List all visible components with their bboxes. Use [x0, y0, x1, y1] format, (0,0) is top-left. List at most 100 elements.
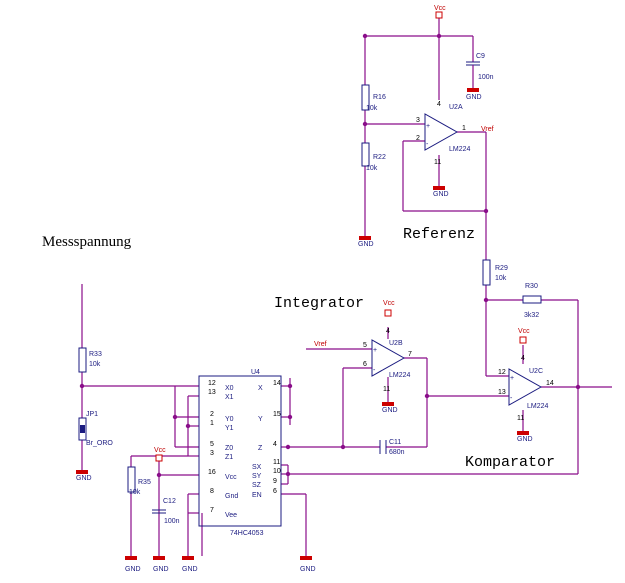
svg-text:10: 10: [273, 468, 281, 475]
svg-text:Y1: Y1: [225, 425, 234, 432]
svg-text:3: 3: [416, 117, 420, 124]
svg-text:SY: SY: [252, 473, 262, 480]
svg-text:EN: EN: [252, 492, 262, 499]
resistor-r35: R35 10k: [127, 466, 151, 496]
u4-type: 74HC4053: [230, 530, 264, 537]
svg-text:4: 4: [273, 441, 277, 448]
c9-ref: C9: [476, 53, 485, 60]
svg-text:Z0: Z0: [225, 445, 233, 452]
u4-output-wires: [281, 378, 291, 485]
capacitor-c12: C12 100n: [152, 498, 180, 525]
title-messspannung: Messspannung: [42, 234, 132, 250]
svg-text:Vee: Vee: [225, 512, 237, 519]
r22-value: 10k: [366, 165, 378, 172]
u2b-ref: U2B: [389, 340, 403, 347]
svg-text:7: 7: [408, 351, 412, 358]
svg-text:GND: GND: [433, 191, 449, 198]
vcc-port-top: [435, 11, 443, 19]
u2a-ref: U2A: [449, 104, 463, 111]
svg-text:2: 2: [210, 411, 214, 418]
svg-text:4: 4: [386, 328, 390, 335]
svg-text:Vcc: Vcc: [154, 447, 166, 454]
svg-text:+: +: [426, 123, 430, 130]
integrator-wires: [288, 327, 428, 448]
c11-value: 680n: [389, 449, 405, 456]
r16-ref: R16: [373, 94, 386, 101]
r30-ref: R30: [525, 283, 538, 290]
reference-wires: [364, 18, 509, 377]
svg-text:-: -: [426, 141, 429, 148]
svg-text:GND: GND: [153, 566, 169, 573]
r29-ref: R29: [495, 265, 508, 272]
title-integrator: Integrator: [274, 295, 364, 312]
svg-text:13: 13: [498, 389, 506, 396]
svg-text:-: -: [510, 395, 513, 402]
svg-text:Vcc: Vcc: [225, 474, 237, 481]
svg-text:7: 7: [210, 507, 214, 514]
svg-text:13: 13: [208, 389, 216, 396]
resistor-r33: R33 10k: [78, 347, 102, 373]
r29-value: 10k: [495, 275, 507, 282]
svg-text:11: 11: [273, 459, 280, 466]
svg-text:GND: GND: [517, 436, 533, 443]
svg-text:6: 6: [363, 361, 367, 368]
svg-text:5: 5: [363, 342, 367, 349]
gnd-r35: GND: [125, 556, 141, 573]
r33-value: 10k: [89, 361, 101, 368]
r22-ref: R22: [373, 154, 386, 161]
svg-text:Gnd: Gnd: [225, 493, 238, 500]
u4-ref: U4: [251, 369, 260, 376]
svg-text:-: -: [373, 367, 376, 374]
u2b-type: LM224: [389, 372, 411, 379]
title-komparator: Komparator: [465, 454, 555, 471]
u2a-type: LM224: [449, 146, 471, 153]
svg-text:11: 11: [383, 386, 390, 393]
svg-text:GND: GND: [358, 241, 374, 248]
svg-text:1: 1: [462, 125, 466, 132]
gnd-reference: GND: [358, 236, 374, 248]
chip-u4: U4 74HC4053 X0 X1 Y0 Y1 Z0 Z1 Vcc Gnd Ve…: [198, 369, 282, 537]
svg-text:GND: GND: [382, 407, 398, 414]
svg-text:14: 14: [546, 380, 554, 387]
r33-ref: R33: [89, 351, 102, 358]
vref-label-integrator: Vref: [314, 341, 327, 348]
opamp-u2b: + - 5 6 7 4 11 U2B LM224 GND: [363, 328, 412, 414]
u2c-type: LM224: [527, 403, 549, 410]
vcc-u2c: Vcc: [518, 328, 530, 344]
svg-text:GND: GND: [125, 566, 141, 573]
r16-value: 10k: [366, 105, 378, 112]
resistor-r16: R16 10k: [361, 84, 386, 112]
opamp-u2a: + - 3 2 1 4 11 U2A LM224 Vref GND: [416, 101, 494, 198]
svg-text:+: +: [373, 347, 377, 354]
svg-text:2: 2: [416, 135, 420, 142]
svg-text:14: 14: [273, 380, 281, 387]
svg-text:Y: Y: [258, 416, 263, 423]
svg-text:16: 16: [208, 469, 216, 476]
vcc-top: Vcc: [434, 5, 446, 19]
vref-label-top: Vref: [481, 126, 494, 133]
svg-text:3: 3: [210, 450, 214, 457]
svg-text:Vcc: Vcc: [383, 300, 395, 307]
svg-text:Z: Z: [258, 445, 263, 452]
junction-dots: [79, 33, 581, 478]
c11-ref: C11: [389, 439, 401, 446]
r35-ref: R35: [138, 479, 151, 486]
jp1-ref: JP1: [86, 411, 98, 418]
svg-text:GND: GND: [76, 475, 92, 482]
title-referenz: Referenz: [403, 226, 475, 243]
gnd-c9: [467, 88, 479, 92]
svg-text:9: 9: [273, 478, 277, 485]
r35-value: 10k: [129, 489, 141, 496]
svg-text:12: 12: [498, 369, 506, 376]
svg-text:SZ: SZ: [252, 482, 262, 489]
svg-text:Vcc: Vcc: [518, 328, 530, 335]
svg-text:1: 1: [210, 420, 214, 427]
vcc-u2b: Vcc: [383, 300, 395, 317]
svg-text:Y0: Y0: [225, 416, 234, 423]
jumper-jp1: JP1 Br_ORO: [78, 411, 113, 447]
svg-text:6: 6: [273, 488, 277, 495]
svg-text:X1: X1: [225, 394, 234, 401]
input-wires: [81, 284, 199, 556]
